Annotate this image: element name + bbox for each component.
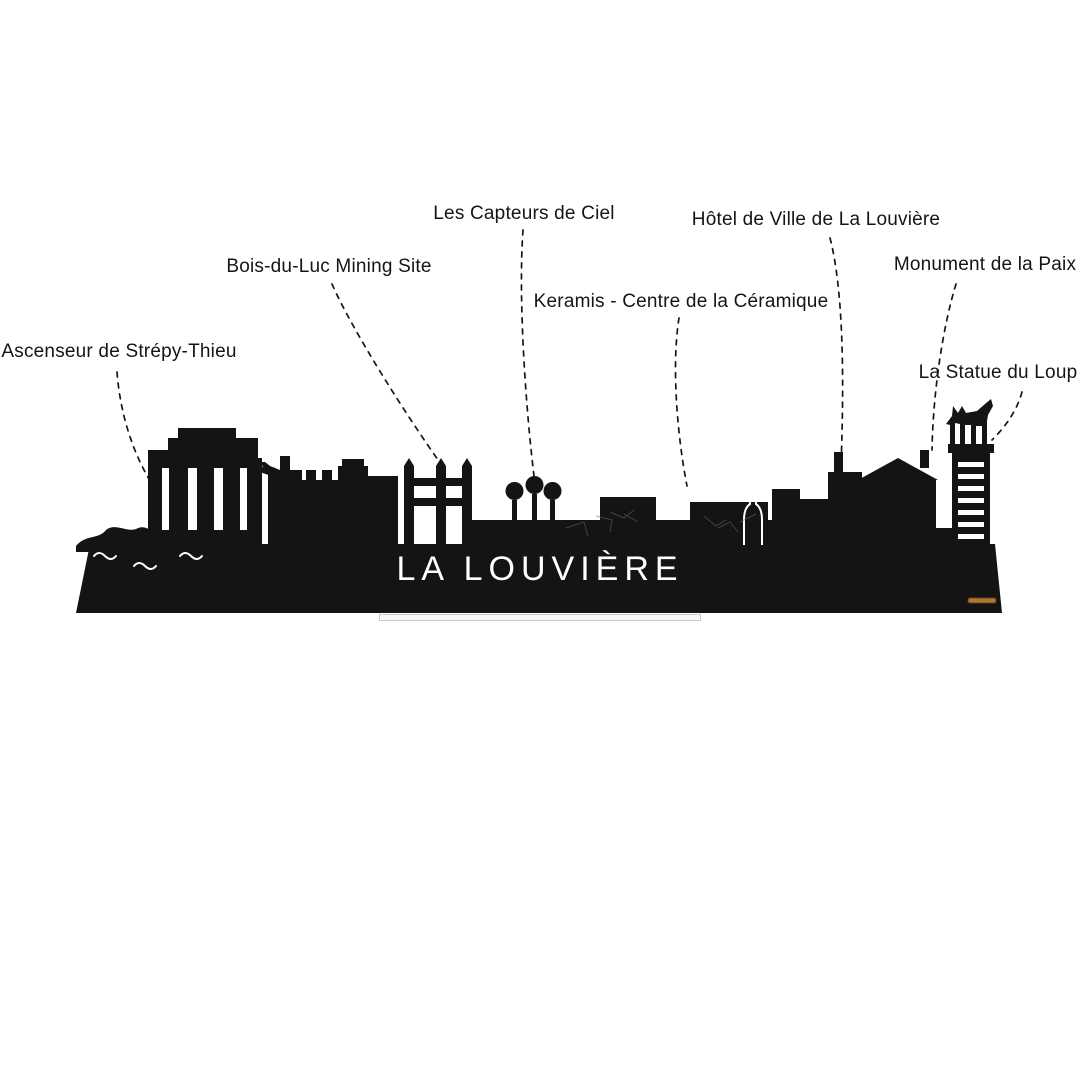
industrial-buildings: [268, 456, 398, 548]
annotation-line-monument-paix: [931, 283, 957, 451]
annotation-line-keramis: [674, 317, 688, 487]
keramis-centre-ceramique: [565, 489, 830, 548]
annotation-line-ascenseur: [116, 371, 153, 485]
annotation-line-bois-du-luc: [331, 283, 442, 465]
annotation-label-bois-du-luc: Bois-du-Luc Mining Site: [226, 256, 432, 277]
crackle-lines: [609, 509, 739, 533]
boat-lift-strepy-thieu: [148, 428, 352, 548]
annotation-label-keramis: Keramis - Centre de la Céramique: [533, 291, 829, 312]
brand-mark: [968, 598, 996, 603]
base-plate: [76, 544, 1002, 613]
annotation-lines: [116, 229, 1023, 487]
annotation-label-hotel-de-ville: Hôtel de Ville de La Louvière: [691, 209, 941, 230]
mining-site-bois-du-luc: [404, 458, 472, 548]
hotel-de-ville: [828, 450, 954, 548]
annotation-label-ascenseur: Ascenseur de Strépy-Thieu: [1, 341, 237, 362]
city-name-cutout: LA LOUVIÈRE: [396, 550, 684, 588]
wave-mark: [93, 552, 117, 560]
wave-mark: [179, 552, 203, 560]
wave-mark: [133, 562, 157, 570]
display-stand: [379, 614, 701, 621]
crackle-lines: [565, 513, 757, 537]
annotation-label-monument-paix: Monument de la Paix: [893, 254, 1077, 275]
tower-statue-du-loup: [946, 399, 994, 548]
annotation-line-statue-loup: [991, 391, 1023, 441]
annotation-label-capteurs: Les Capteurs de Ciel: [433, 203, 615, 224]
annotation-label-statue-loup: La Statue du Loup: [918, 362, 1078, 383]
wolf-figure: [946, 399, 993, 444]
bottle-kiln-outline: [743, 499, 763, 545]
annotation-line-capteurs: [520, 229, 535, 477]
hills-water: [76, 527, 203, 570]
annotation-line-hotel-de-ville: [829, 237, 844, 467]
